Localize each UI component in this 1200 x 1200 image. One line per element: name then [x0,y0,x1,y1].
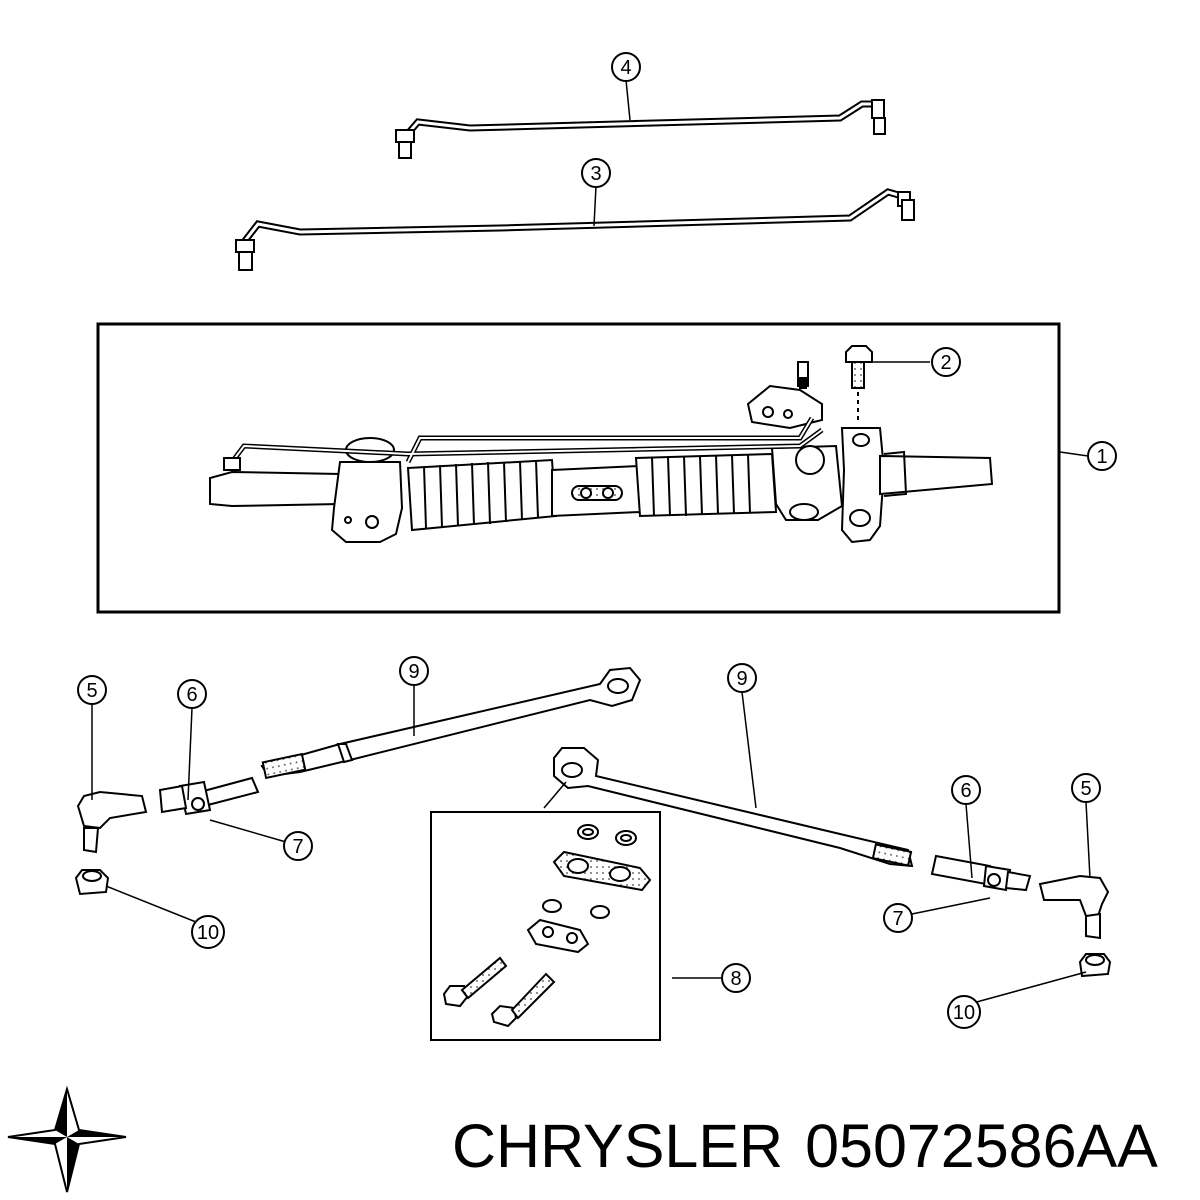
svg-text:6: 6 [186,684,197,706]
callout-10-right: 10 [947,995,981,1029]
svg-text:5: 5 [86,680,97,702]
callout-6-right: 6 [951,775,981,805]
brand-name: CHRYSLER [452,1112,784,1180]
pressure-line-tube-4 [395,99,886,159]
nut-left-10 [74,869,110,896]
callout-2: 2 [931,347,961,377]
callout-10-left: 10 [191,915,225,949]
svg-text:1: 1 [1096,446,1107,468]
tie-rod-end-left-5 [76,790,148,854]
svg-text:7: 7 [292,836,303,858]
tie-rod-left [260,666,642,780]
svg-text:2: 2 [940,352,951,374]
mounting-bolt-2 [845,345,873,420]
svg-text:5: 5 [1080,778,1091,800]
svg-text:10: 10 [953,1002,975,1024]
callout-5-left: 5 [77,675,107,705]
svg-text:8: 8 [730,968,741,990]
steering-gear-rack [209,361,994,544]
svg-text:3: 3 [590,163,601,185]
callout-9-left: 9 [399,656,429,686]
tie-rod-end-right-5 [1038,874,1110,940]
svg-text:9: 9 [736,668,747,690]
callout-4: 4 [611,52,641,82]
callout-7-right: 7 [883,903,913,933]
adjusting-sleeve-right-6 [930,854,1032,892]
svg-text:10: 10 [197,922,219,944]
part-caption: CHRYSLER 05072586AA [452,1106,1192,1186]
callout-6-left: 6 [177,679,207,709]
callout-7-left: 7 [283,831,313,861]
svg-text:9: 9 [408,661,419,683]
svg-text:4: 4 [620,57,631,79]
pentastar-logo [7,1085,127,1193]
part-number: 05072586AA [805,1112,1158,1180]
callouts: 4 3 2 1 5 6 9 7 10 9 6 5 7 10 8 [77,52,1117,1029]
return-line-tube-3 [235,188,915,271]
leader-lines [91,79,1091,1007]
callout-3: 3 [581,158,611,188]
nut-right-10 [1078,953,1112,978]
svg-text:7: 7 [892,908,903,930]
adjusting-sleeve-left-6 [158,776,260,816]
steering-gear-frame [96,322,1061,614]
callout-9-right: 9 [727,663,757,693]
svg-text:6: 6 [960,780,971,802]
hardware-kit-frame [430,811,661,1041]
hardware-kit-parts [442,824,652,1028]
callout-5-right: 5 [1071,773,1101,803]
tie-rod-right [553,747,914,868]
callout-1: 1 [1087,441,1117,471]
callout-8: 8 [721,963,751,993]
